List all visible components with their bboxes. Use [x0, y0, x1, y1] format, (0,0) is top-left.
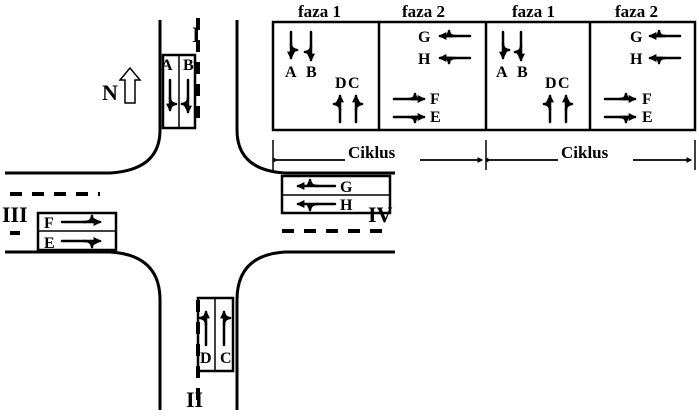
east-approach-lanes: [280, 174, 392, 215]
north-label: N: [102, 80, 118, 105]
lane-f-turn-arrow: [82, 214, 96, 224]
svg-text:G: G: [418, 29, 431, 46]
label-a: A: [161, 57, 173, 74]
svg-text:A: A: [496, 64, 508, 81]
svg-text:H: H: [630, 51, 643, 68]
phase2-cell-1: G H F E: [392, 29, 472, 126]
lane-e-turn-arrow: [82, 239, 96, 249]
svg-text:B: B: [306, 64, 317, 81]
label-h: H: [340, 197, 353, 214]
phase-table: faza 1 faza 2 faza 1 faza 2 A B D C G H: [271, 2, 697, 170]
approach-label-west: III: [2, 202, 28, 227]
svg-text:E: E: [642, 109, 653, 126]
svg-text:D: D: [545, 75, 557, 92]
approach-label-south: II: [186, 387, 203, 412]
lane-a-turn-arrow: [168, 96, 178, 108]
svg-text:G: G: [630, 29, 643, 46]
svg-text:F: F: [642, 91, 652, 108]
lane-b-turn-arrow: [180, 96, 190, 108]
svg-text:H: H: [418, 51, 431, 68]
cycle-label-1: Ciklus: [348, 143, 396, 162]
west-approach-lanes: [36, 211, 118, 252]
phase-header-4: faza 2: [615, 2, 658, 21]
lane-c-turn-arrow: [222, 314, 232, 327]
phase-header-3: faza 1: [512, 2, 555, 21]
phase2-cell-2: G H F E: [603, 29, 682, 126]
phase-header-1: faza 1: [298, 2, 341, 21]
label-c: C: [220, 350, 232, 367]
lane-h-turn-arrow: [306, 202, 320, 212]
lane-g-turn-arrow: [306, 178, 320, 188]
label-f: F: [44, 215, 54, 232]
label-d: D: [200, 350, 212, 367]
phase-header-2: faza 2: [402, 2, 445, 21]
svg-text:A: A: [285, 64, 297, 81]
road-edges: [5, 20, 395, 410]
north-approach-lanes: [161, 53, 197, 130]
svg-text:F: F: [430, 91, 440, 108]
cycle-label-2: Ciklus: [561, 143, 609, 162]
approach-label-east: IV: [368, 202, 393, 227]
south-approach-lanes: [196, 296, 235, 373]
approach-label-north: I: [192, 22, 201, 47]
label-b: B: [183, 57, 194, 74]
label-e: E: [44, 235, 55, 252]
svg-text:C: C: [348, 75, 360, 92]
svg-text:B: B: [517, 64, 528, 81]
phase1-cell-2: A B D C: [496, 30, 574, 124]
svg-text:C: C: [558, 75, 570, 92]
svg-text:D: D: [335, 75, 347, 92]
svg-text:E: E: [430, 109, 441, 126]
lane-d-turn-arrow: [198, 314, 208, 327]
north-arrow-icon: [118, 66, 142, 104]
phase1-cell-1: A B D C: [285, 30, 364, 124]
label-g: G: [340, 179, 353, 196]
